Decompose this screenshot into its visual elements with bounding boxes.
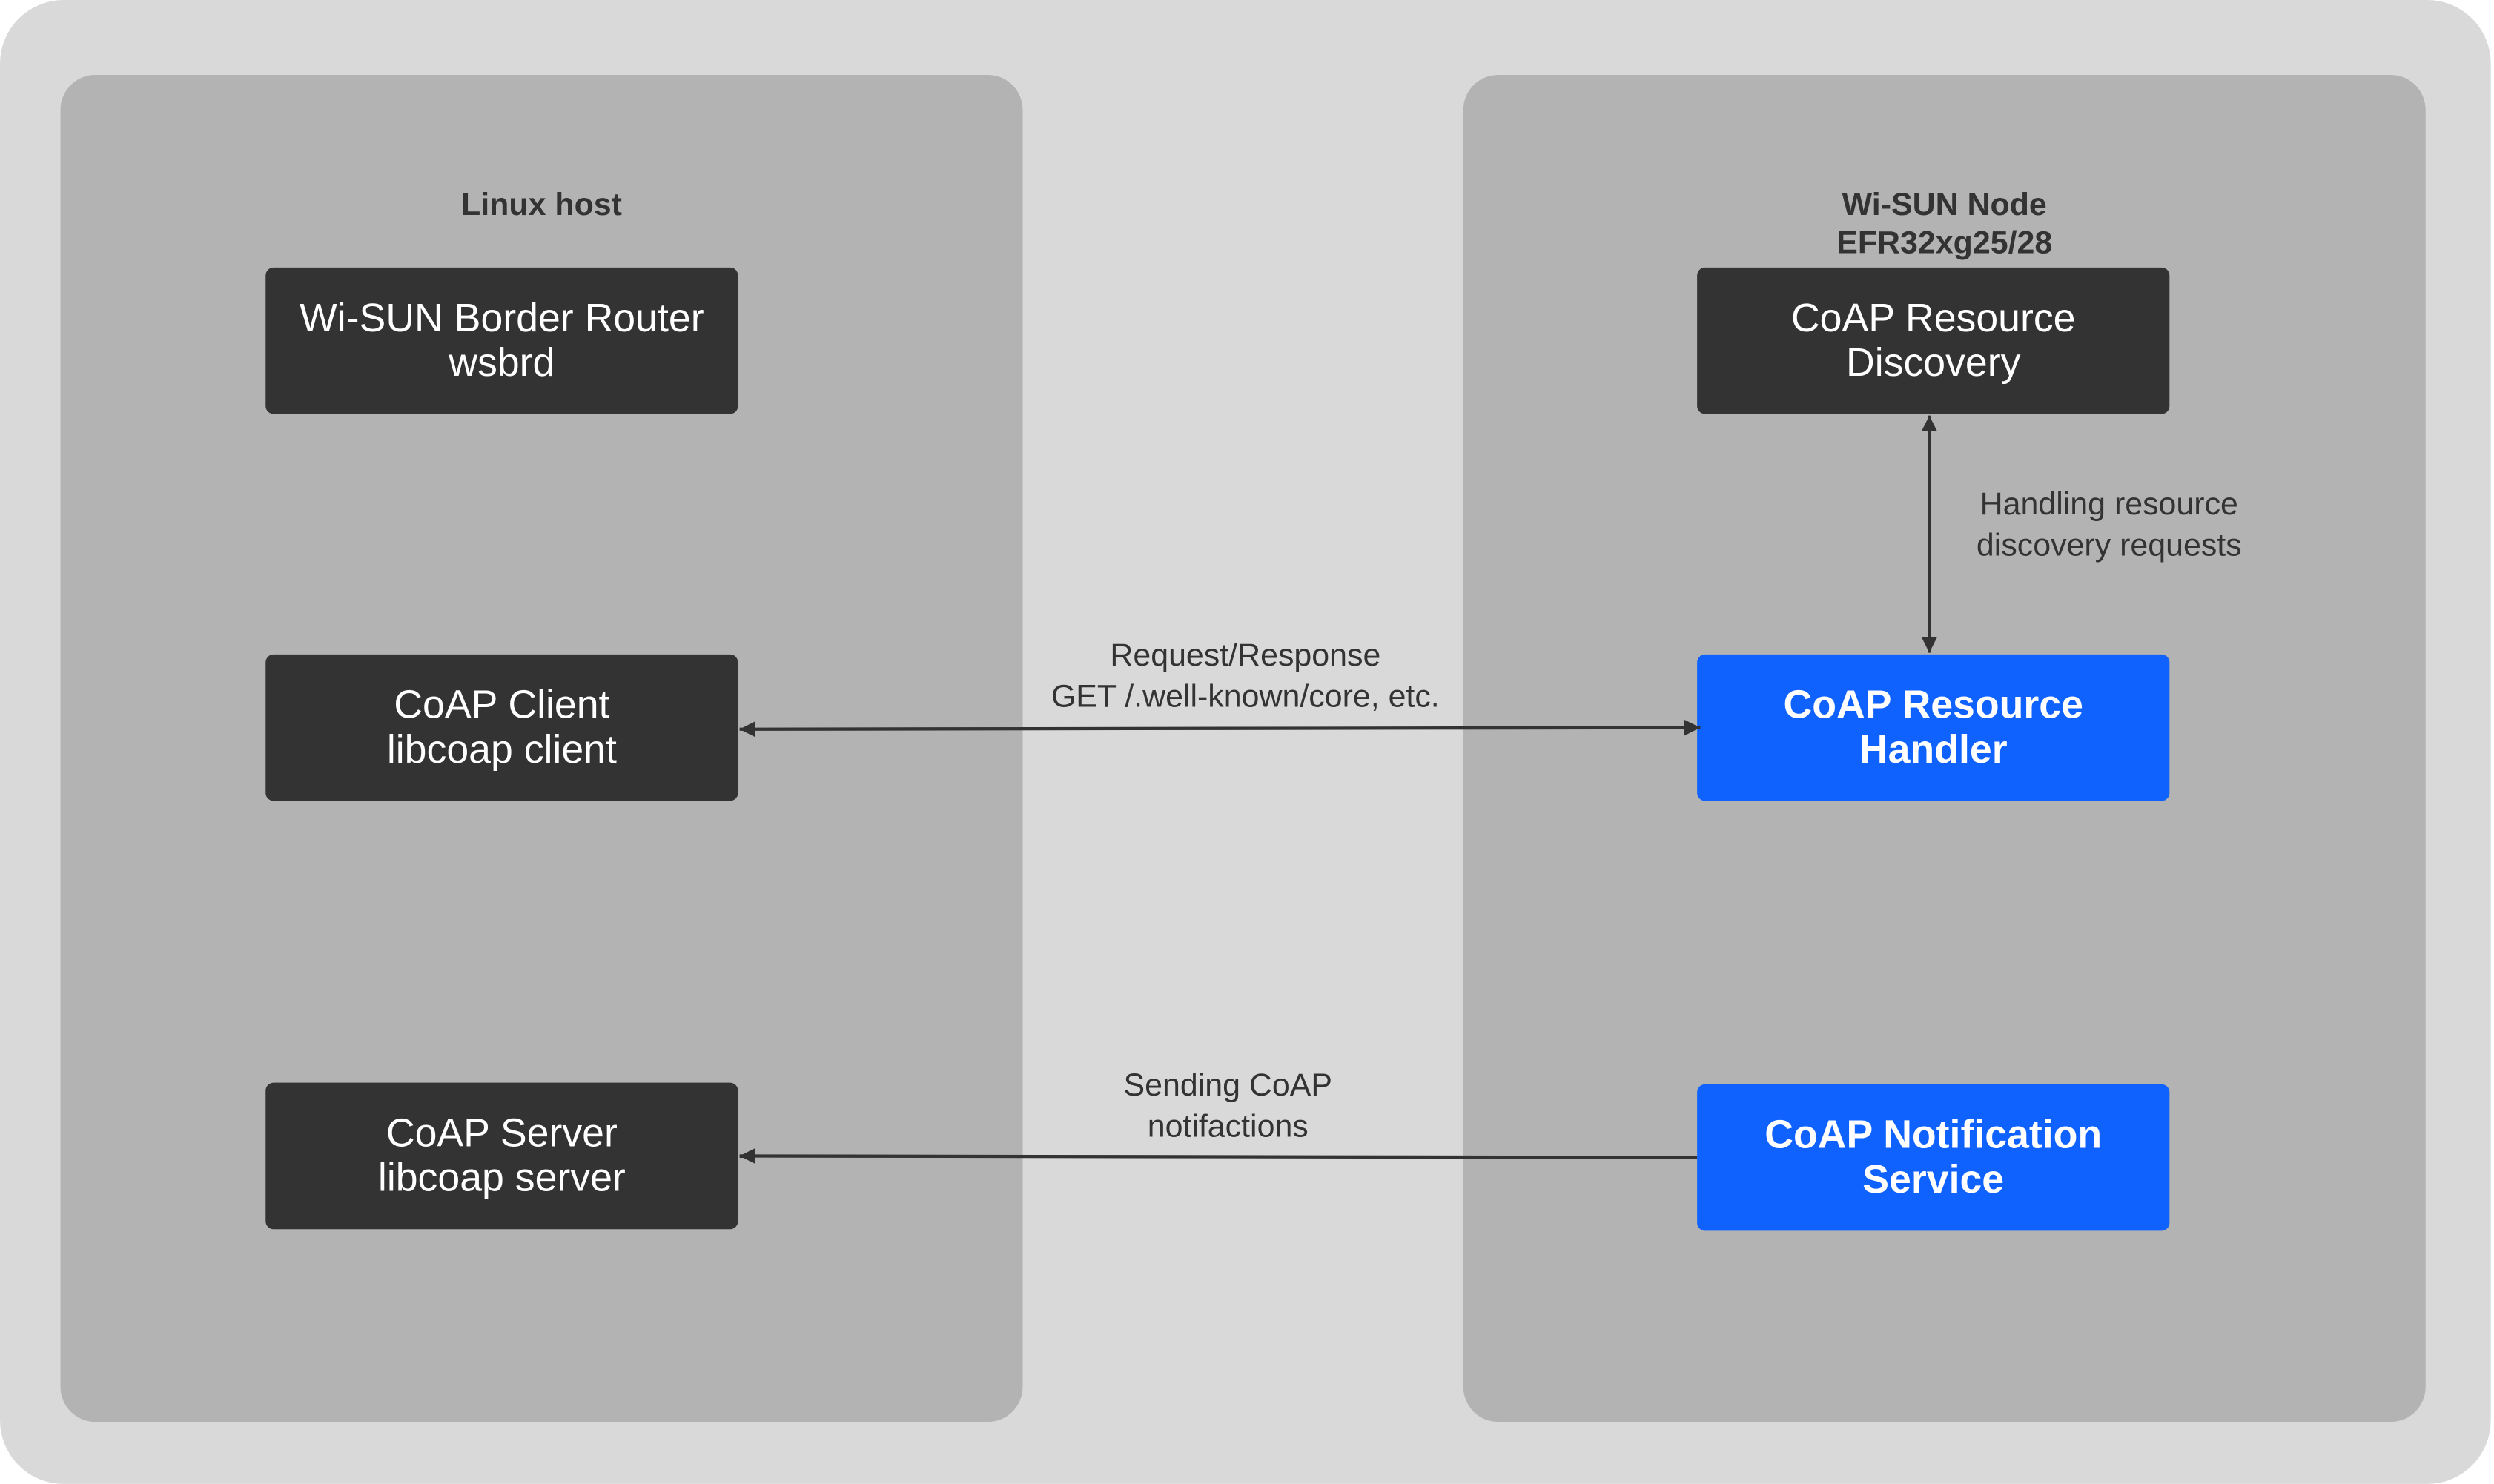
resource-discovery-node: CoAP Resource Discovery [1697,267,2170,414]
wisun-node-title: Wi-SUN Node EFR32xg25/28 [1836,188,2053,262]
coap-client-node: CoAP Client libcoap client [265,654,738,801]
coap-server-node: CoAP Server libcoap server [265,1082,738,1230]
request-response-edge-label: Request/Response GET /.well-known/core, … [1051,638,1440,715]
notification-service-node: CoAP Notification Service [1697,1084,2170,1231]
resource-handler-node: CoAP Resource Handler [1697,654,2170,801]
border-router-node: Wi-SUN Border Router wsbrd [265,267,738,414]
notification-server-arrow [739,1147,1698,1165]
client-handler-arrow [739,719,1701,738]
discovery-edge-label: Handling resource discovery requests [1976,487,2242,564]
linux-host-title: Linux host [461,188,622,223]
notification-edge-label: Sending CoAP notifactions [1123,1068,1332,1145]
